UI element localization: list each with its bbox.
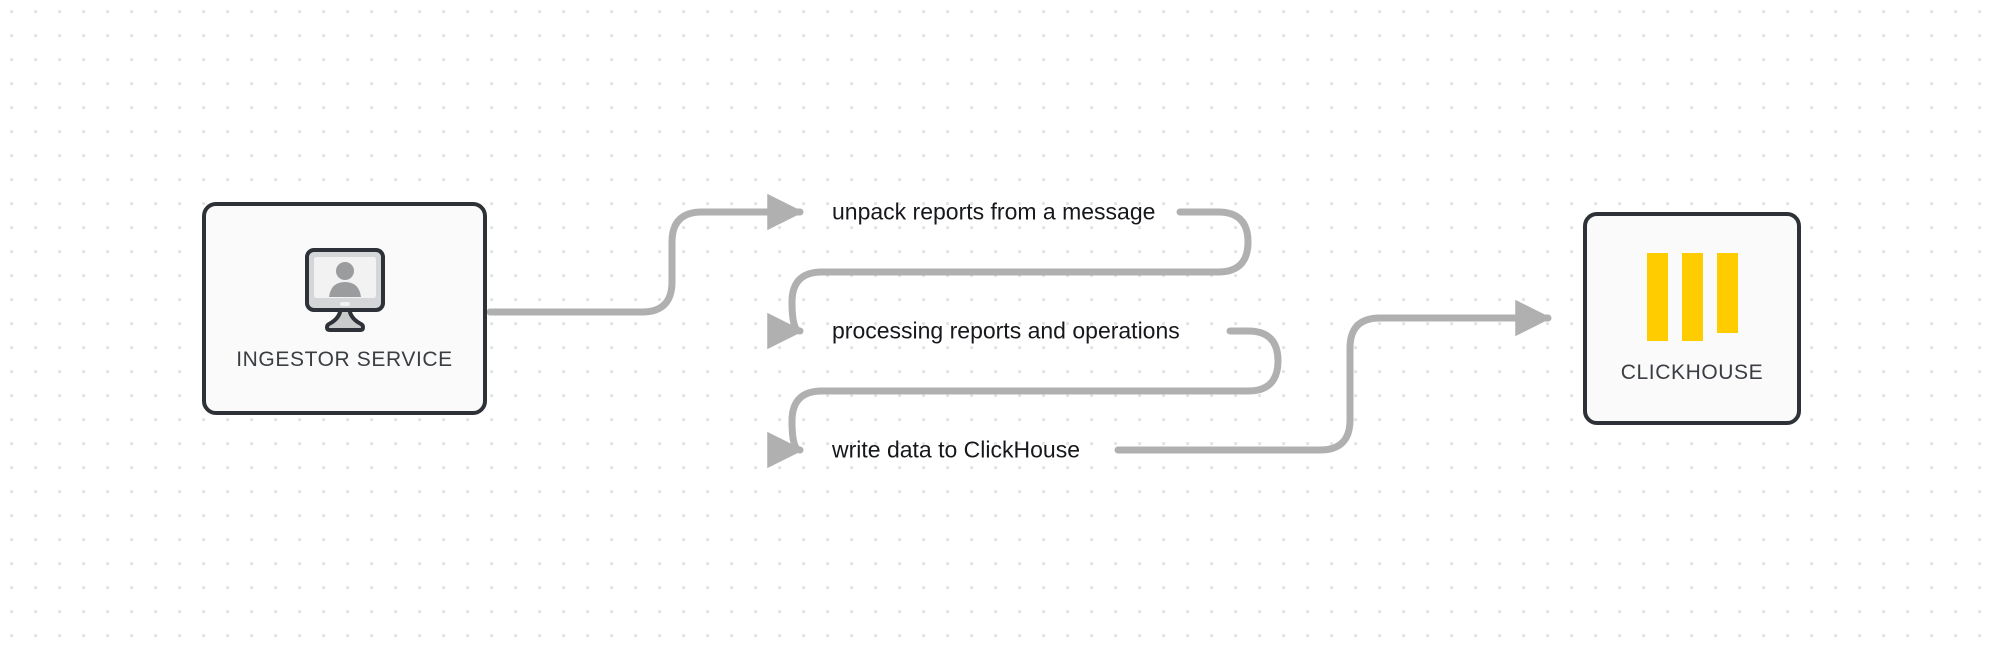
node-ingestor-service-label: INGESTOR SERVICE	[236, 347, 453, 371]
monitor-user-icon	[299, 246, 391, 332]
edge-ingestor-to-step1	[486, 193, 804, 316]
edge-step-label-2: processing reports and operations	[832, 317, 1180, 344]
edge-step-label-3: write data to ClickHouse	[832, 436, 1080, 463]
clickhouse-bar-3	[1716, 252, 1738, 333]
node-ingestor-service[interactable]: INGESTOR SERVICE	[202, 202, 487, 415]
edge-step3-to-clickhouse	[1114, 299, 1552, 454]
clickhouse-bar-1	[1646, 252, 1668, 341]
node-clickhouse-label: CLICKHOUSE	[1620, 360, 1764, 384]
edge-step-label-1: unpack reports from a message	[832, 198, 1156, 225]
edge-step1-to-step2	[767, 208, 1252, 350]
clickhouse-logo-icon	[1646, 252, 1738, 341]
clickhouse-bar-2	[1681, 252, 1703, 341]
node-clickhouse[interactable]: CLICKHOUSE	[1583, 212, 1801, 425]
edge-step2-to-step3	[767, 327, 1282, 469]
